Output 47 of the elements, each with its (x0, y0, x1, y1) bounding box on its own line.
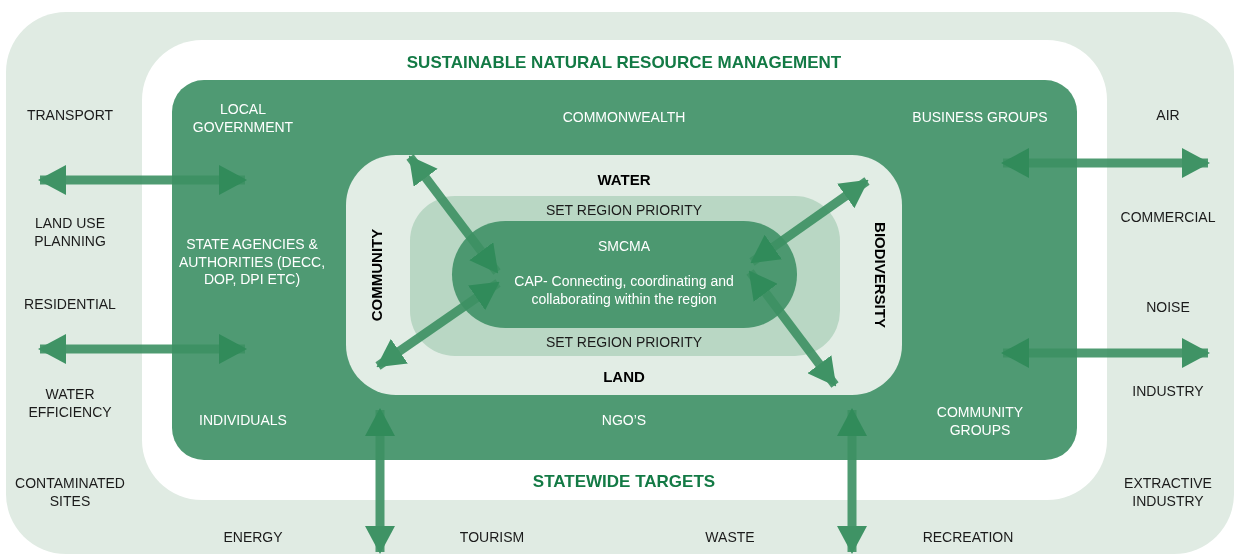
node-label: AIR (1155, 107, 1181, 125)
node-label: SET REGION PRIORITY (544, 202, 704, 220)
node-label: ENERGY (222, 529, 284, 547)
node-label: SUSTAINABLE NATURAL RESOURCE MANAGEMENT (405, 52, 843, 74)
node-label: WATER (596, 170, 652, 190)
node-label: COMMONWEALTH (561, 109, 687, 127)
stakeholder-panel (172, 80, 1077, 460)
double-arrow (837, 408, 867, 554)
node-label: COMMUNITY GROUPS (935, 403, 1025, 439)
node-label: BUSINESS GROUPS (911, 109, 1049, 127)
double-arrow (365, 408, 395, 554)
core-pill (452, 221, 797, 328)
node-label: RESIDENTIAL (23, 296, 117, 314)
node-label: NGO’S (600, 412, 648, 430)
double-arrow (38, 334, 247, 364)
node-label: LOCAL GOVERNMENT (191, 100, 295, 136)
double-arrow (1001, 338, 1210, 368)
node-label: RECREATION (921, 529, 1015, 547)
double-arrow (38, 165, 247, 195)
node-label: CAP- Connecting, coordinating and collaborating within the region (513, 272, 735, 308)
background-panel (6, 12, 1234, 554)
node-label: INDIVIDUALS (198, 412, 288, 430)
theme-panel (346, 155, 902, 395)
node-label: EXTRACTIVE INDUSTRY (1123, 474, 1213, 510)
node-label: TOURISM (458, 529, 526, 547)
double-arrow (406, 154, 501, 275)
node-label: SMCMA (596, 238, 652, 256)
double-arrow (1001, 148, 1210, 178)
double-arrow (375, 279, 501, 370)
node-label: STATE AGENCIES & AUTHORITIES (DECC, DOP, DPI ETC) (177, 235, 327, 289)
priority-band (410, 196, 840, 356)
node-label: WATER EFFICIENCY (27, 385, 113, 421)
node-label: COMMERCIAL (1119, 209, 1217, 227)
node-label: STATEWIDE TARGETS (531, 471, 717, 493)
node-label: SET REGION PRIORITY (544, 334, 704, 352)
node-label: CONTAMINATED SITES (14, 474, 126, 510)
double-arrow (749, 177, 870, 266)
node-label: BIODIVERSITY (871, 221, 890, 330)
node-label: INDUSTRY (1131, 383, 1205, 401)
node-label: NOISE (1145, 299, 1191, 317)
node-label: WASTE (704, 529, 756, 547)
node-label: LAND (602, 367, 646, 387)
management-frame (142, 40, 1107, 500)
double-arrow (746, 269, 839, 388)
node-label: TRANSPORT (25, 107, 115, 125)
node-label: COMMUNITY (367, 227, 386, 324)
node-label: LAND USE PLANNING (33, 214, 107, 250)
